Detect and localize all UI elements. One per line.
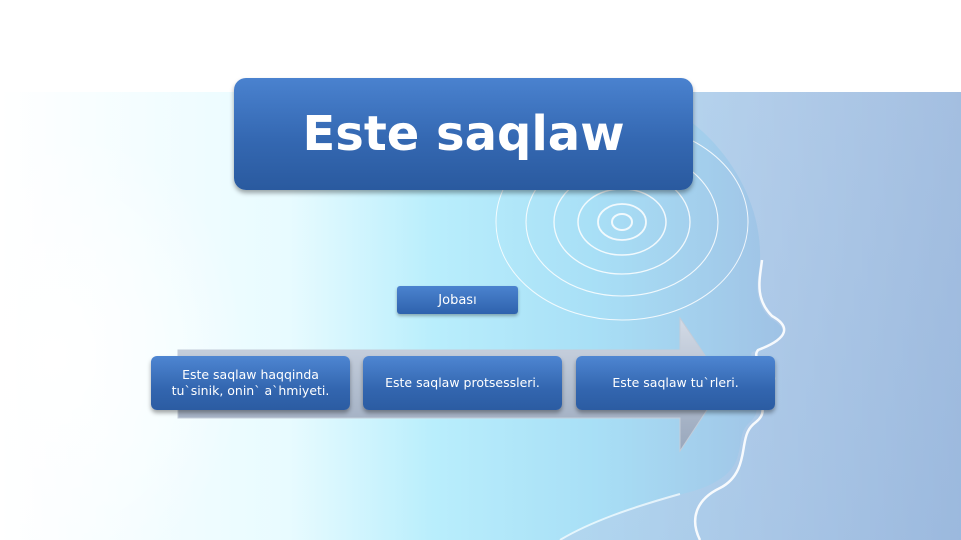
step-box-1: Este saqlaw haqqinda tu`sinik, onin` a`h…: [151, 356, 350, 410]
slide-title: Este saqlaw: [234, 78, 693, 190]
step-box-2: Este saqlaw protsessleri.: [363, 356, 562, 410]
step-text-1: Este saqlaw haqqinda tu`sinik, onin` a`h…: [171, 367, 330, 398]
objective-label: Jobası: [397, 286, 518, 314]
head-profile-shape: [560, 92, 961, 540]
step-box-3: Este saqlaw tu`rleri.: [576, 356, 775, 410]
step-text-3: Este saqlaw tu`rleri.: [612, 375, 739, 390]
step-text-2: Este saqlaw protsessleri.: [385, 375, 540, 390]
